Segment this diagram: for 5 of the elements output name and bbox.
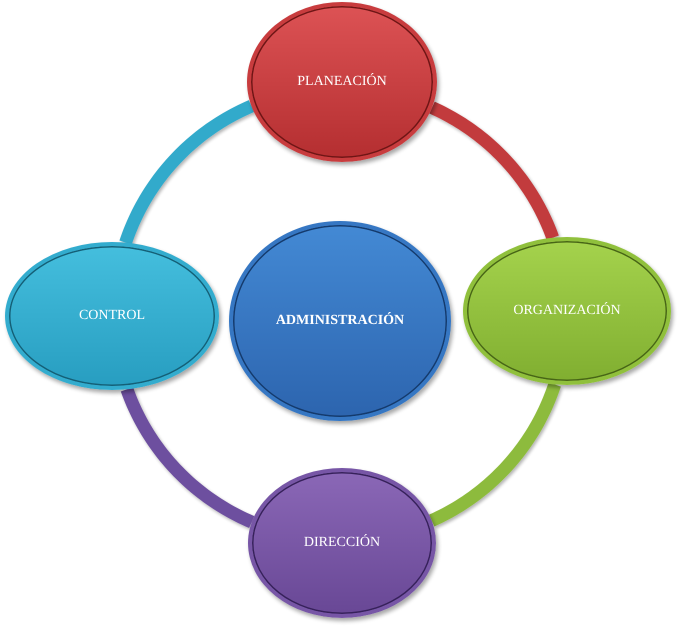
node-label: CONTROL: [78, 308, 146, 324]
node-label: ORGANIZACIÓN: [513, 302, 621, 320]
node-label: DIRECCIÓN: [304, 534, 380, 552]
node-label: ADMINISTRACIÓN: [276, 312, 404, 330]
node-label: PLANEACIÓN: [297, 74, 387, 90]
